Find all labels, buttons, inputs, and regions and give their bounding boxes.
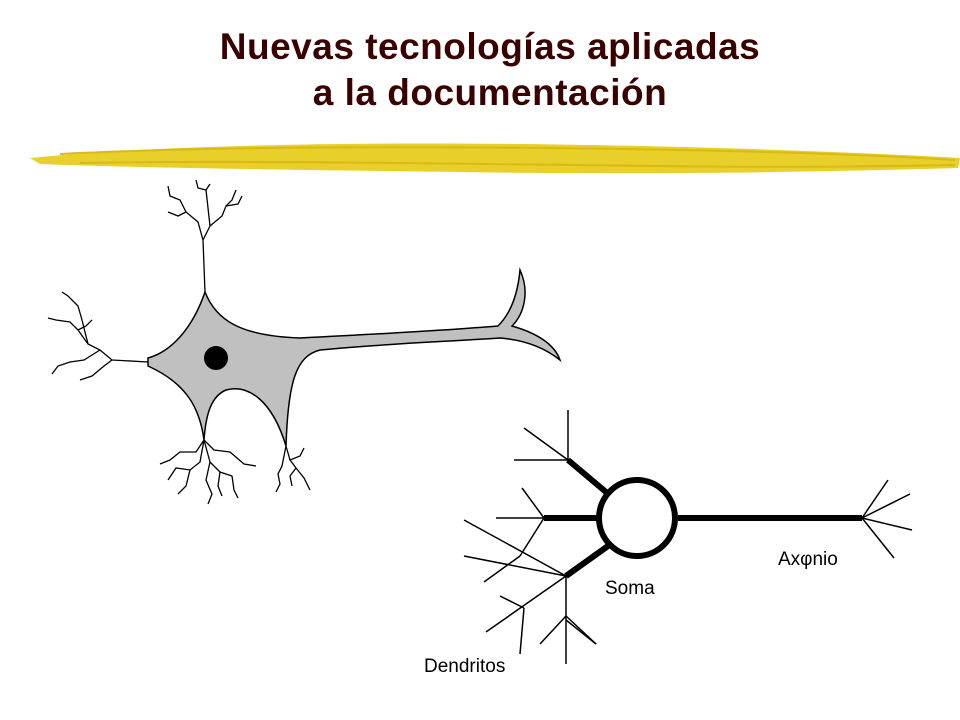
cell-body-shape [147, 267, 562, 447]
dendrite-trunk-lower [564, 543, 610, 579]
slide-title-line-2: a la documentación [312, 72, 668, 113]
left-dendrites [47, 291, 149, 381]
top-dendrites [167, 179, 243, 293]
soma-label: Soma [605, 578, 655, 599]
dendrite-trunk-upper [566, 457, 608, 495]
dendrites-label: Dendritos [424, 656, 506, 677]
bottom-dendrites-left [159, 439, 257, 505]
axon-label: Axφnio [778, 549, 838, 570]
slide-title-line-1: Nuevas tecnologías aplicadas [219, 26, 761, 67]
bottom-dendrites-right [275, 445, 311, 493]
axon-terminals [861, 479, 913, 559]
dendrite-branches [463, 410, 597, 664]
slide-title: Nuevas tecnologías aplicadas a la docume… [0, 24, 960, 116]
soma-circle [596, 477, 678, 559]
nucleus [204, 346, 228, 370]
